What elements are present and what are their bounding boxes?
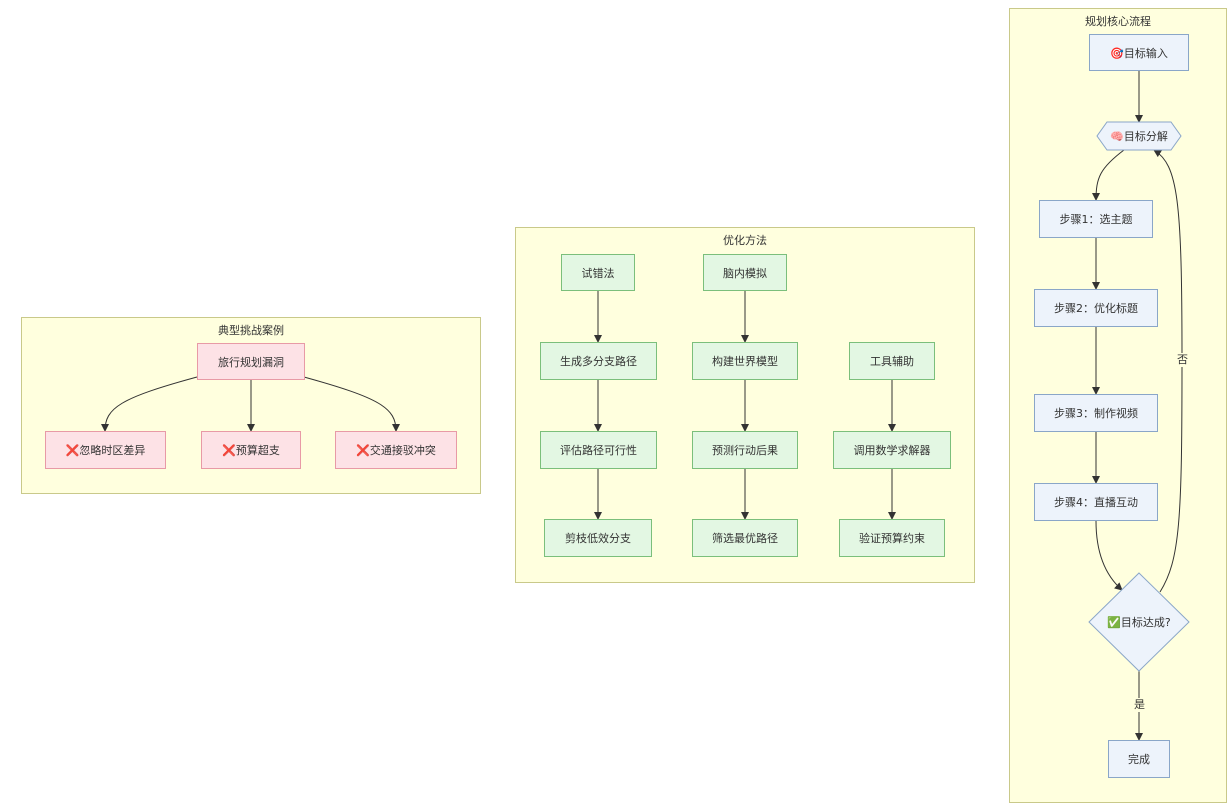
node-step-1: 步骤1：选主题 xyxy=(1039,200,1153,238)
edge-root-transport xyxy=(303,376,400,432)
edge-label-no: 否 xyxy=(1175,353,1190,367)
edge-decision-decompose xyxy=(1153,149,1183,593)
node-ignore-timezone: ❌忽略时区差异 xyxy=(45,431,166,469)
node-decision-label: ✅目标达成? xyxy=(1107,616,1171,629)
node-travel-planning-gap: 旅行规划漏洞 xyxy=(197,343,305,380)
node-evaluate-feasibility: 评估路径可行性 xyxy=(540,431,657,469)
node-step-4: 步骤4：直播互动 xyxy=(1034,483,1158,521)
node-prune-branches: 剪枝低效分支 xyxy=(544,519,652,557)
edge-label-yes: 是 xyxy=(1132,698,1147,712)
decision-shape xyxy=(1088,572,1190,672)
node-mental-simulation: 脑内模拟 xyxy=(703,254,787,291)
node-transport-conflict: ❌交通接驳冲突 xyxy=(335,431,457,469)
node-generate-branches: 生成多分支路径 xyxy=(540,342,657,380)
cluster-title-challenges: 典型挑战案例 xyxy=(218,324,284,337)
node-budget-overrun: ❌预算超支 xyxy=(201,431,301,469)
edge-decompose-step1 xyxy=(1092,149,1125,201)
node-step-2: 步骤2：优化标题 xyxy=(1034,289,1158,327)
cluster-title-optimization: 优化方法 xyxy=(723,234,767,247)
node-build-world-model: 构建世界模型 xyxy=(692,342,798,380)
goal-decompose-shape xyxy=(1096,121,1182,151)
node-step-3: 步骤3：制作视频 xyxy=(1034,394,1158,432)
edge-step4-decision xyxy=(1095,520,1123,591)
node-trial-and-error: 试错法 xyxy=(561,254,635,291)
edge-root-timezone xyxy=(101,376,198,432)
node-verify-budget: 验证预算约束 xyxy=(839,519,945,557)
node-goal-decompose-label: 🧠目标分解 xyxy=(1110,130,1168,143)
node-predict-consequences: 预测行动后果 xyxy=(692,431,798,469)
node-goal-input: 🎯目标输入 xyxy=(1089,34,1189,71)
cluster-title-core-flow: 规划核心流程 xyxy=(1085,15,1151,28)
node-select-optimal-path: 筛选最优路径 xyxy=(692,519,798,557)
node-tool-assist: 工具辅助 xyxy=(849,342,935,380)
node-done: 完成 xyxy=(1108,740,1170,778)
node-call-math-solver: 调用数学求解器 xyxy=(833,431,951,469)
